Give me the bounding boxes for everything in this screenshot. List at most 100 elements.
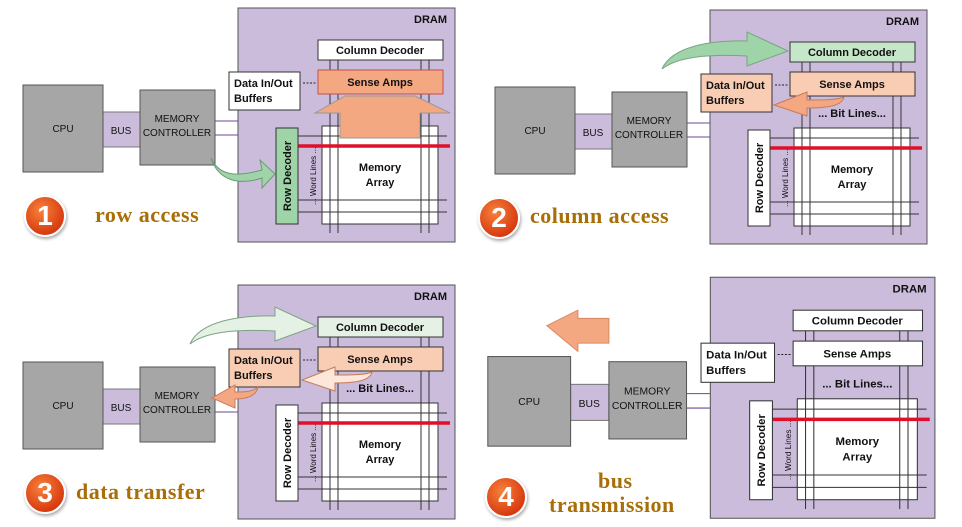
row-decoder-label: Row Decoder [756,414,768,487]
memory-controller-label: CONTROLLER [143,128,211,139]
cpu-label: CPU [524,126,545,137]
data-buffers [700,342,776,383]
sense-amps [317,346,444,372]
sense-amps-label: Sense Amps [347,77,413,89]
cpu [487,356,572,447]
data-buffers-label: Data In/Out [706,80,765,92]
bus [574,113,613,150]
data-buffers-label: Buffers [234,370,273,382]
column-decoder [792,309,924,332]
memory-array-label: Memory [359,162,402,174]
memory-controller [139,366,216,443]
sense-amps-to-buffers-arrow [300,366,373,392]
memory-array [796,398,918,501]
memory-array-label: Array [366,454,396,466]
memory-array-label: Array [842,452,872,464]
data-buffers [228,71,301,111]
step-badge-3: 3 [24,472,66,514]
row-decoder [747,129,771,227]
sense-amps-label: Sense Amps [347,354,413,366]
bus [570,383,610,421]
row-decoder-label: Row Decoder [754,142,766,213]
row-decoder [275,127,299,225]
sense-amps-label: Sense Amps [823,349,891,361]
bus-transmission-arrow [545,309,610,353]
sense-amps [789,71,916,97]
memory-controller [608,361,688,440]
dram-label: DRAM [886,16,919,28]
bit-lines-label: ... Bit Lines... [346,383,414,395]
cpu [22,84,104,173]
cpu [22,361,104,450]
column-decoder-label: Column Decoder [812,316,904,328]
row-decoder-label: Row Decoder [282,140,294,211]
bus-label: BUS [579,399,600,410]
step-title-4-line2: transmission [549,492,675,517]
dram-label: DRAM [414,14,447,26]
memory-array [793,127,911,227]
word-lines-label: ... Word Lines ... [309,147,318,205]
cpu [494,86,576,175]
row-decoder-label: Row Decoder [282,417,294,488]
row-decoder [749,400,773,501]
data-buffers-label: Buffers [706,365,746,377]
buffers-to-controller-arrow [210,384,259,409]
to-column-decoder-arrow [189,306,318,345]
memory-array [321,125,439,225]
sense-amps [792,340,924,367]
memory-array-label: Array [838,179,868,191]
cpu-label: CPU [52,401,73,412]
data-buffers [700,73,773,113]
panel-4: DRAMBUSCPUMEMORYCONTROLLERMemoryArray...… [487,276,936,519]
column-decoder-label: Column Decoder [336,45,425,57]
memory-array-label: Memory [359,439,402,451]
cpu-label: CPU [52,124,73,135]
memory-controller-label: MEMORY [155,391,200,402]
step-badge-2: 2 [478,197,520,239]
step-title-3: data transfer [76,479,206,504]
bus-label: BUS [583,128,604,139]
memory-controller-label: MEMORY [155,114,200,125]
data-buffers-label: Buffers [234,93,273,105]
cpu-label: CPU [518,397,540,408]
dram-label: DRAM [414,291,447,303]
memory-controller [611,91,688,168]
sense-amps-to-buffers-arrow [772,91,845,117]
data-buffers-label: Data In/Out [706,350,767,362]
panel-1: DRAM BUS CPU MEMORY CONTROLLER MemoryArray...… [22,7,456,243]
step-badge-4: 4 [485,476,527,518]
to-column-decoder-arrow [661,31,790,70]
memory-controller-label: CONTROLLER [615,130,683,141]
panel-2: DRAMBUSCPUMEMORYCONTROLLERMemoryArray...… [494,9,928,245]
column-decoder-label: Column Decoder [808,47,897,59]
step-title-1: row access [95,202,200,227]
column-decoder-label: Column Decoder [336,322,425,334]
step-badge-1: 1 [24,195,66,237]
memory-controller [139,89,216,166]
word-lines-label: ... Word Lines ... [781,149,790,207]
column-decoder [317,39,444,61]
data-buffers-label: Buffers [706,95,745,107]
bus-label: BUS [111,126,132,137]
column-decoder [789,41,916,63]
step-title-4-line1: bus [598,468,633,493]
row-to-sense-amps-arrow [313,95,451,139]
bit-lines-label: ... Bit Lines... [822,378,892,390]
memory-array-label: Array [366,177,396,189]
memory-controller-label: MEMORY [624,387,670,398]
word-lines-label: ... Word Lines ... [309,424,318,482]
data-buffers-label: Data In/Out [234,78,293,90]
memory-controller-label: CONTROLLER [612,401,683,412]
bus-label: BUS [111,403,132,414]
memory-array-label: Memory [831,164,874,176]
dram-label: DRAM [893,284,927,296]
row-decoder [275,404,299,502]
word-lines-label: ... Word Lines ... [784,420,793,480]
sense-amps-label: Sense Amps [819,79,885,91]
bit-lines-label: ... Bit Lines... [818,108,886,120]
controller-to-row-decoder-arrow [210,157,276,190]
sense-amps [317,69,444,95]
memory-array [321,402,439,502]
